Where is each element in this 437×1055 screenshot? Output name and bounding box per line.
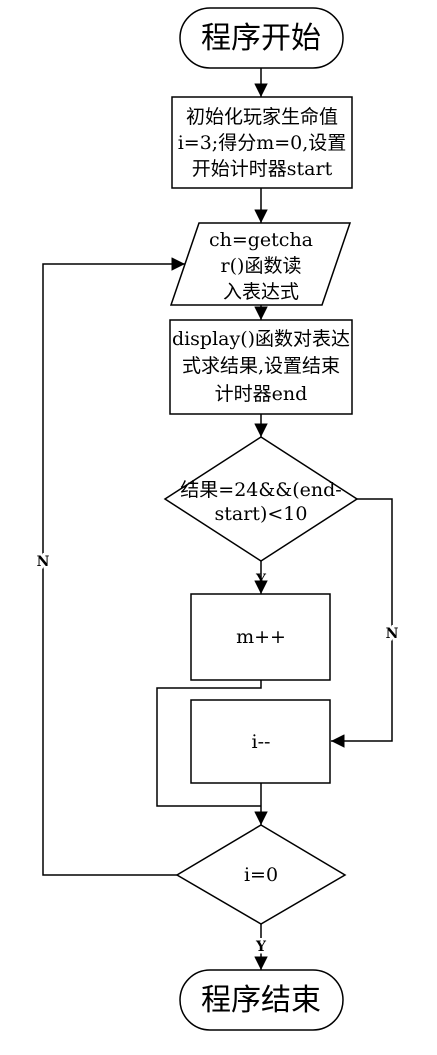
- connector-score-merge: [156, 680, 262, 807]
- display-line-3: 计时器end: [215, 383, 308, 405]
- check-yes-label: Y: [255, 572, 267, 588]
- display-line-2: 式求结果,设置结束: [182, 355, 340, 377]
- display-line-1: display()函数对表达: [172, 328, 350, 350]
- end-check-label: i=0: [244, 864, 278, 886]
- check-line-2: start)<10: [215, 503, 308, 525]
- lose-process-box: [190, 699, 331, 784]
- loop-no-label: N: [37, 554, 50, 570]
- init-line-2: i=3;得分m=0,设置: [178, 132, 347, 154]
- end-yes-label: Y: [255, 939, 267, 955]
- lose-label: i--: [252, 731, 271, 753]
- check-line-1: 结果=24&&(end-: [180, 479, 341, 501]
- end-terminal: [179, 969, 344, 1031]
- read-line-1: ch=getcha: [209, 229, 313, 251]
- read-line-3: 入表达式: [223, 281, 299, 303]
- init-process-box: [171, 96, 353, 189]
- end-label: 程序结束: [201, 983, 321, 1018]
- read-line-2: r()函数读: [221, 255, 302, 277]
- arrow-loop-no: [42, 257, 185, 876]
- read-input-parallelogram: [169, 222, 352, 306]
- display-process-box: [169, 319, 353, 415]
- init-line-1: 初始化玩家生命值: [186, 106, 338, 128]
- check-no-label: N: [386, 626, 399, 642]
- init-line-3: 开始计时器start: [192, 158, 333, 180]
- start-label: 程序开始: [201, 21, 321, 56]
- score-label: m++: [236, 626, 286, 648]
- arrow-check-no: [331, 498, 393, 748]
